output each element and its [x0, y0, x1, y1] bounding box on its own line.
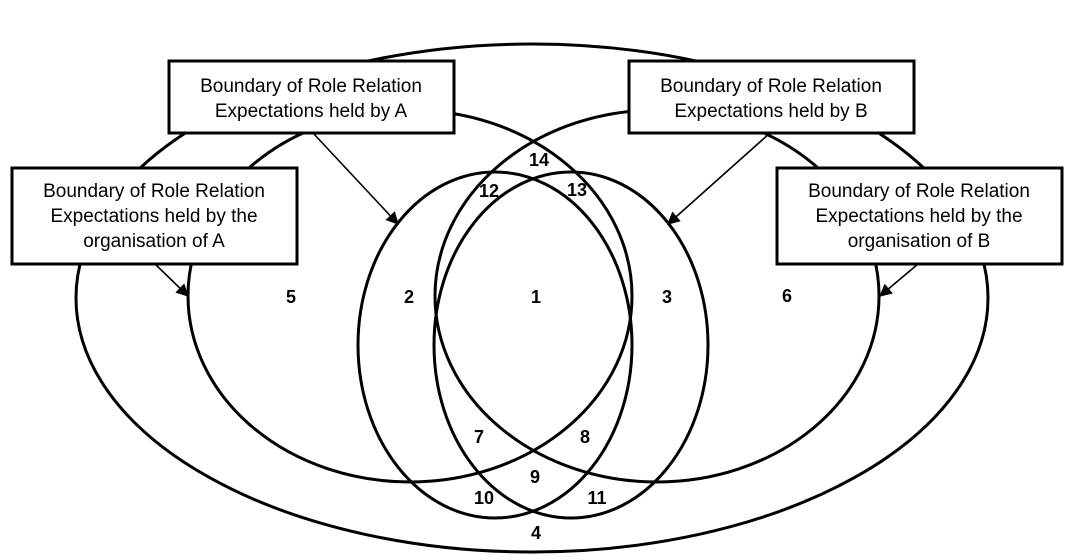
arrow-expectations-a — [312, 132, 399, 225]
svg-text:Boundary of Role Relation: Boundary of Role Relation — [808, 181, 1030, 202]
arrow-org-b — [879, 263, 919, 297]
arrow-expectations-b — [667, 132, 771, 225]
svg-text:Expectations held by A: Expectations held by A — [215, 101, 408, 122]
org-b-ellipse — [433, 108, 881, 484]
region-13: 13 — [567, 180, 587, 200]
region-1: 1 — [531, 287, 541, 307]
label-org-b: Boundary of Role Relation Expectations h… — [775, 166, 1064, 266]
region-8: 8 — [580, 427, 590, 447]
region-3: 3 — [662, 287, 672, 307]
svg-text:Expectations held by B: Expectations held by B — [674, 101, 867, 122]
svg-text:organisation of B: organisation of B — [848, 231, 991, 252]
svg-text:Boundary of Role Relation: Boundary of Role Relation — [660, 76, 882, 97]
svg-text:Boundary of Role Relation: Boundary of Role Relation — [43, 181, 265, 202]
region-10: 10 — [474, 488, 494, 508]
region-2: 2 — [404, 287, 414, 307]
arrow-org-a — [154, 263, 189, 297]
svg-text:organisation of A: organisation of A — [83, 231, 225, 252]
label-org-a: Boundary of Role Relation Expectations h… — [10, 166, 299, 266]
region-6: 6 — [782, 286, 792, 306]
outer-boundary-ellipse — [74, 42, 990, 554]
region-14: 14 — [529, 150, 549, 170]
b-ellipse — [432, 170, 710, 520]
a-ellipse — [356, 170, 634, 520]
svg-text:Expectations held by the: Expectations held by the — [50, 206, 257, 227]
label-expectations-b: Boundary of Role Relation Expectations h… — [627, 59, 916, 135]
svg-text:Expectations held by the: Expectations held by the — [815, 206, 1022, 227]
region-7: 7 — [474, 427, 484, 447]
region-12: 12 — [479, 181, 499, 201]
region-4: 4 — [531, 523, 541, 543]
region-9: 9 — [530, 467, 540, 487]
svg-text:Boundary of Role Relation: Boundary of Role Relation — [200, 76, 422, 97]
region-11: 11 — [587, 488, 606, 508]
region-5: 5 — [286, 287, 296, 307]
label-expectations-a: Boundary of Role Relation Expectations h… — [167, 59, 456, 135]
